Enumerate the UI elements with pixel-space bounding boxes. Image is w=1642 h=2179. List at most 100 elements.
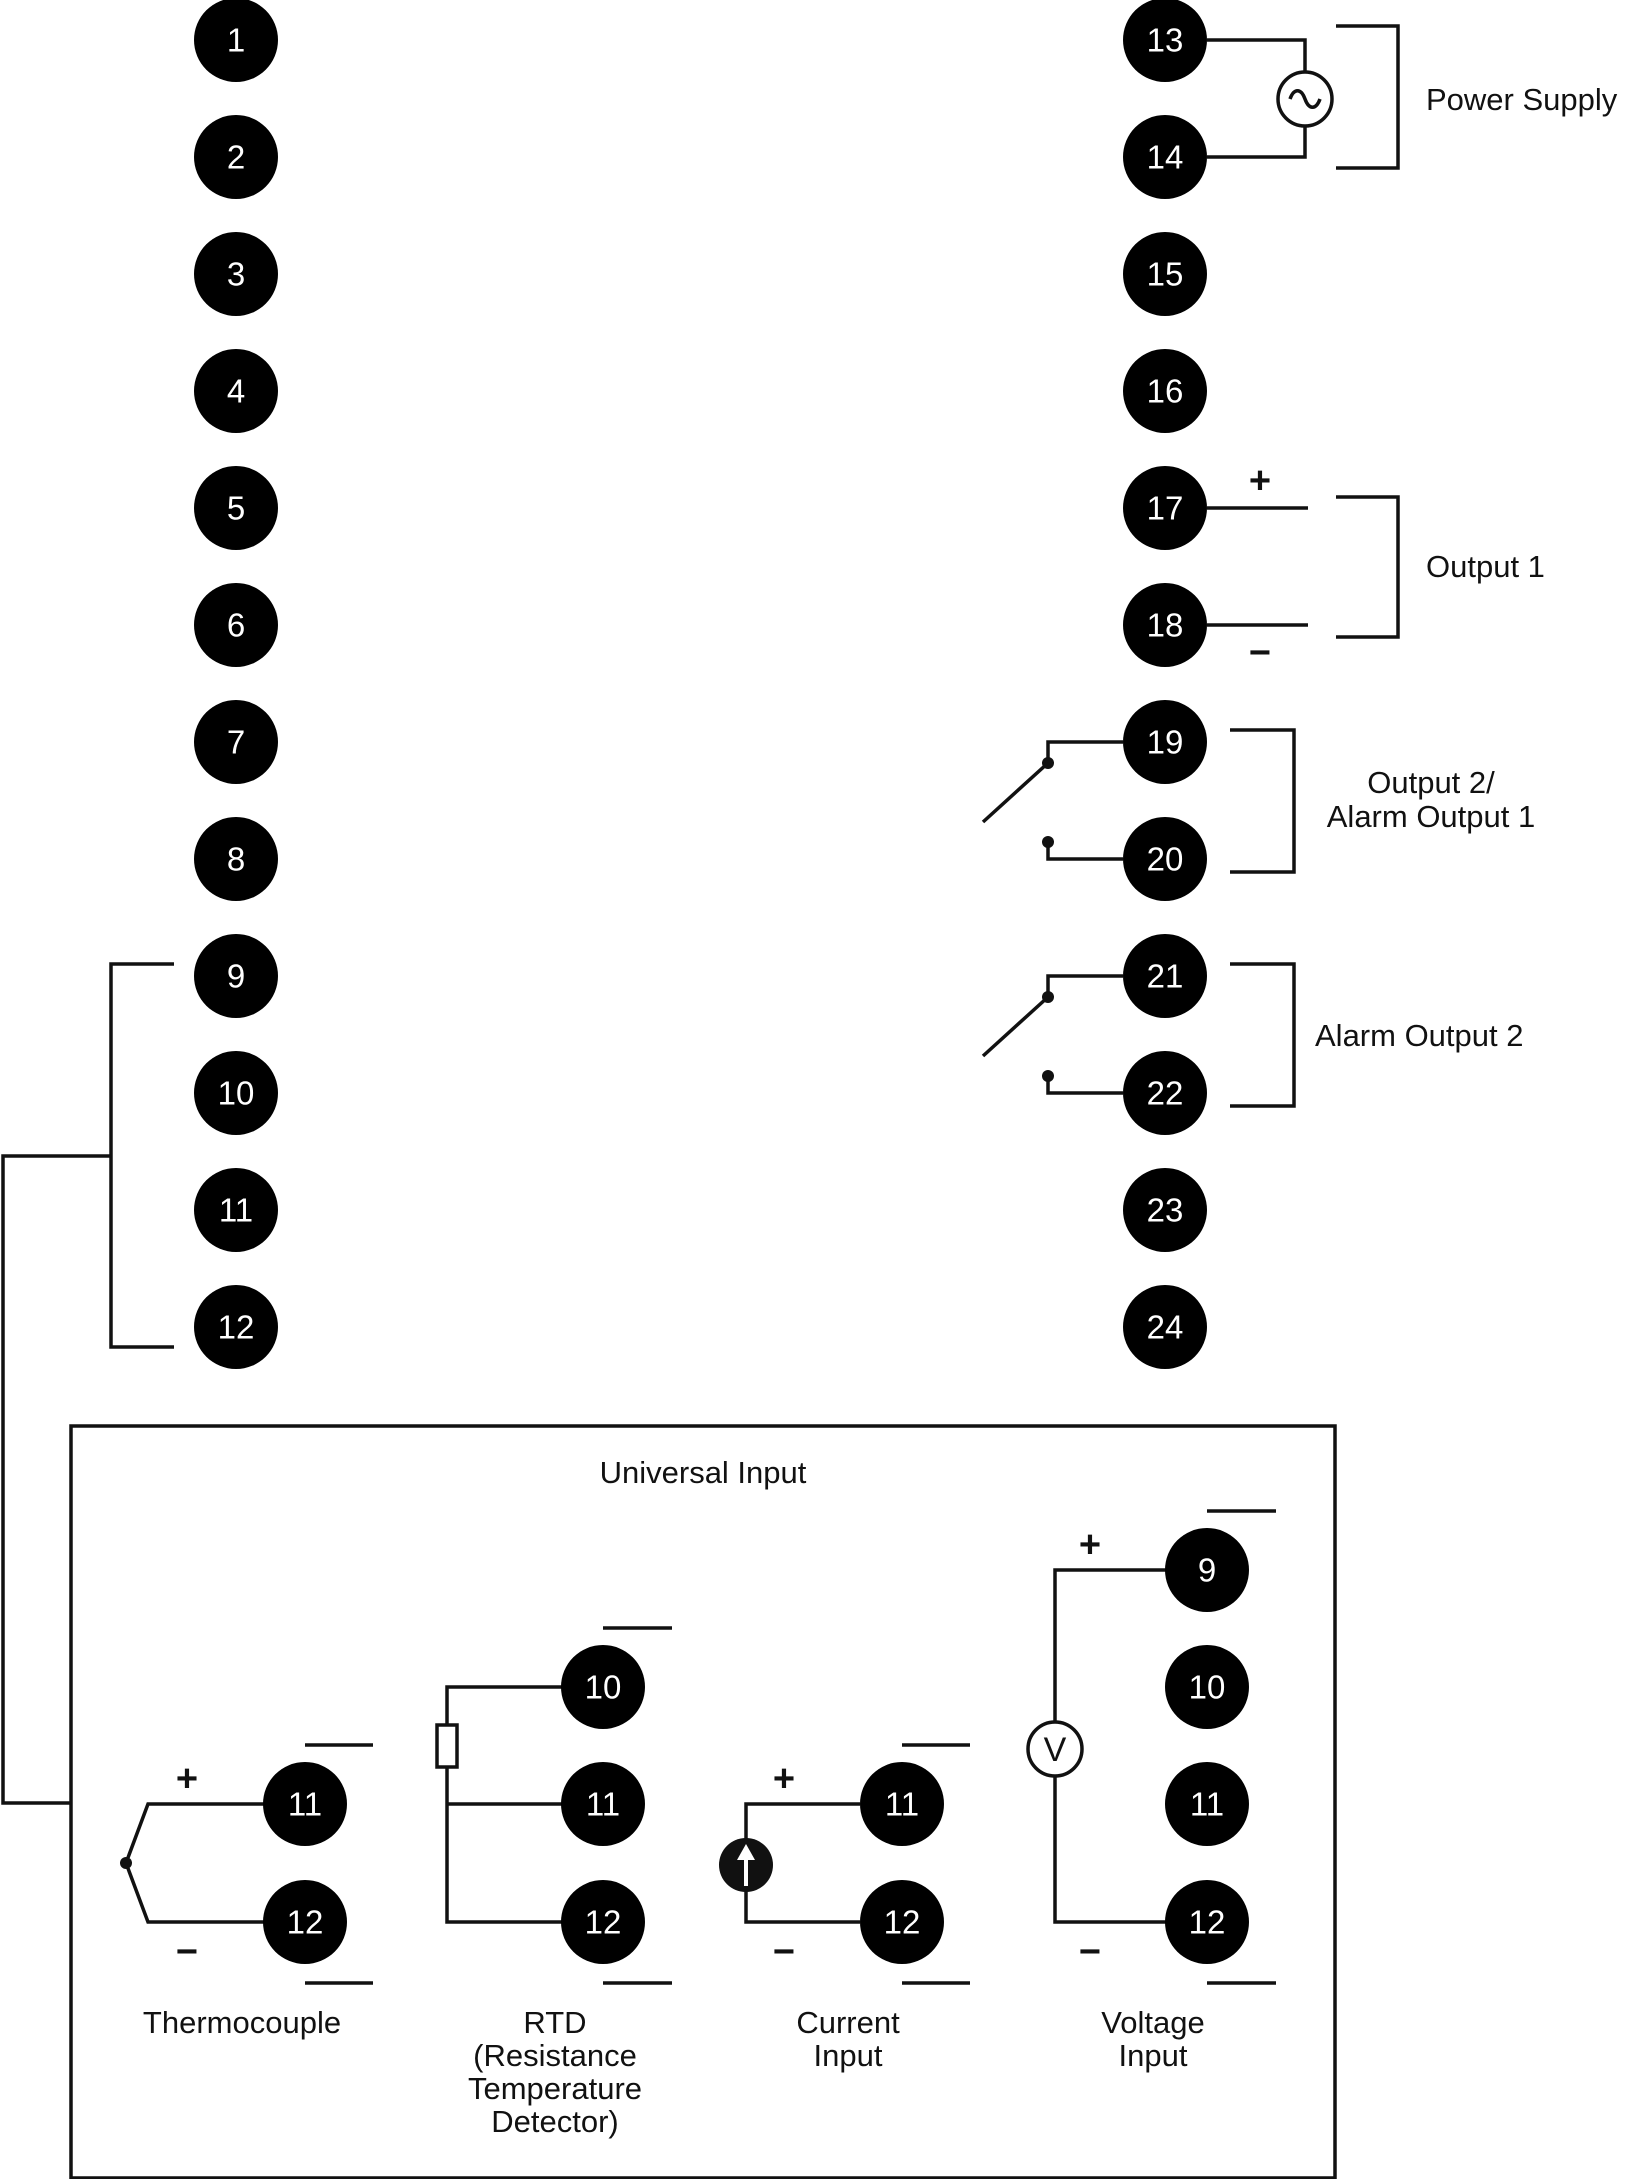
terminal-label: 10: [218, 1075, 255, 1112]
terminal-label: 3: [227, 256, 245, 293]
minus-sign: −: [1079, 1931, 1101, 1973]
power-supply-bracket: [1336, 24, 1400, 170]
terminal-12: 12: [263, 1880, 347, 1964]
rtd-caption-line-1: RTD: [523, 2005, 586, 2040]
terminal-label: 21: [1147, 958, 1184, 995]
voltmeter-symbol: V: [1044, 1731, 1067, 1769]
output-1-circuit: + − Output 1: [1207, 460, 1545, 674]
terminal-label: 4: [227, 373, 245, 410]
terminal-10: 10: [194, 1051, 278, 1135]
voltmeter-icon: V: [1026, 1720, 1084, 1778]
terminal-label: 6: [227, 607, 245, 644]
terminal-12: 12: [1165, 1880, 1249, 1964]
terminal-12: 12: [194, 1285, 278, 1369]
thermocouple-caption: Thermocouple: [143, 2005, 341, 2040]
terminal-label: 2: [227, 139, 245, 176]
current-caption-line-1: Current: [796, 2005, 900, 2040]
terminal-label: 12: [218, 1309, 255, 1346]
terminal-label: 20: [1147, 841, 1184, 878]
output-2-bracket: [1230, 728, 1296, 874]
terminal-10: 10: [561, 1645, 645, 1729]
terminal-19: 19: [1123, 700, 1207, 784]
universal-input-title: Universal Input: [600, 1455, 807, 1490]
terminal-15: 15: [1123, 232, 1207, 316]
terminal-label: 9: [1198, 1552, 1216, 1589]
power-supply-circuit: Power Supply: [1207, 24, 1618, 170]
terminal-17: 17: [1123, 466, 1207, 550]
plus-sign: +: [1079, 1524, 1101, 1566]
terminal-label: 19: [1147, 724, 1184, 761]
terminal-4: 4: [194, 349, 278, 433]
resistor-icon: [435, 1723, 459, 1769]
ac-source-icon: [1276, 70, 1334, 128]
terminal-label: 22: [1147, 1075, 1184, 1112]
terminal-20: 20: [1123, 817, 1207, 901]
current-input: 11 12 + − Current Input: [719, 1743, 970, 2073]
voltage-input: V 9 10 11 12 + − Voltage Input: [1026, 1509, 1276, 2073]
output-1-bracket: [1336, 495, 1400, 639]
terminal-7: 7: [194, 700, 278, 784]
plus-sign: +: [1249, 460, 1271, 502]
terminal-3: 3: [194, 232, 278, 316]
terminal-11: 11: [263, 1762, 347, 1846]
terminal-label: 17: [1147, 490, 1184, 527]
terminal-11: 11: [1165, 1762, 1249, 1846]
minus-sign: −: [1249, 632, 1271, 674]
terminal-12: 12: [860, 1880, 944, 1964]
terminal-label: 24: [1147, 1309, 1184, 1346]
alarm-output-2-label: Alarm Output 2: [1315, 1018, 1523, 1053]
terminal-6: 6: [194, 583, 278, 667]
terminal-9: 9: [1165, 1528, 1249, 1612]
terminal-label: 11: [1190, 1786, 1224, 1823]
output-2-label-line-2: Alarm Output 1: [1327, 799, 1535, 834]
terminal-11: 11: [194, 1168, 278, 1252]
terminal-label: 11: [885, 1786, 919, 1823]
terminal-5: 5: [194, 466, 278, 550]
terminal-2: 2: [194, 115, 278, 199]
terminal-label: 10: [1189, 1669, 1226, 1706]
universal-input-box: [69, 1424, 1337, 2179]
terminal-label: 18: [1147, 607, 1184, 644]
input-terminals-bracket: [1, 962, 174, 1805]
terminal-label: 11: [586, 1786, 620, 1823]
terminal-11: 11: [860, 1762, 944, 1846]
terminal-label: 12: [585, 1904, 622, 1941]
terminal-12: 12: [561, 1880, 645, 1964]
rtd-caption-line-3: Temperature: [468, 2071, 642, 2106]
terminal-label: 14: [1147, 139, 1184, 176]
terminal-23: 23: [1123, 1168, 1207, 1252]
output-1-label: Output 1: [1426, 549, 1545, 584]
minus-sign: −: [176, 1931, 198, 1973]
power-supply-label: Power Supply: [1426, 82, 1618, 117]
terminal-label: 23: [1147, 1192, 1184, 1229]
terminal-18: 18: [1123, 583, 1207, 667]
output-2-circuit: Output 2/ Alarm Output 1: [981, 728, 1535, 874]
terminal-label: 10: [585, 1669, 622, 1706]
terminal-label: 16: [1147, 373, 1184, 410]
alarm-output-2-circuit: Alarm Output 2: [981, 962, 1523, 1108]
terminal-label: 5: [227, 490, 245, 527]
terminal-8: 8: [194, 817, 278, 901]
rtd-caption-line-4: Detector): [491, 2104, 618, 2139]
terminal-label: 12: [287, 1904, 324, 1941]
terminal-22: 22: [1123, 1051, 1207, 1135]
terminal-label: 9: [227, 958, 245, 995]
output-2-label-line-1: Output 2/: [1367, 765, 1495, 800]
terminal-label: 11: [219, 1192, 253, 1229]
terminal-14: 14: [1123, 115, 1207, 199]
terminal-9: 9: [194, 934, 278, 1018]
relay-switch-icon: [981, 740, 1123, 861]
terminal-label: 12: [884, 1904, 921, 1941]
terminal-label: 1: [227, 22, 245, 59]
terminal-label: 15: [1147, 256, 1184, 293]
left-terminal-column: 1 2 3 4 5 6 7 8 9 10 11 12: [194, 0, 278, 1369]
terminal-1: 1: [194, 0, 278, 82]
relay-switch-icon: [981, 974, 1123, 1095]
terminal-13: 13: [1123, 0, 1207, 82]
terminal-24: 24: [1123, 1285, 1207, 1369]
terminal-label: 11: [288, 1786, 322, 1823]
voltage-caption-line-1: Voltage: [1101, 2005, 1204, 2040]
terminal-label: 8: [227, 841, 245, 878]
alarm-output-2-bracket: [1230, 962, 1296, 1108]
